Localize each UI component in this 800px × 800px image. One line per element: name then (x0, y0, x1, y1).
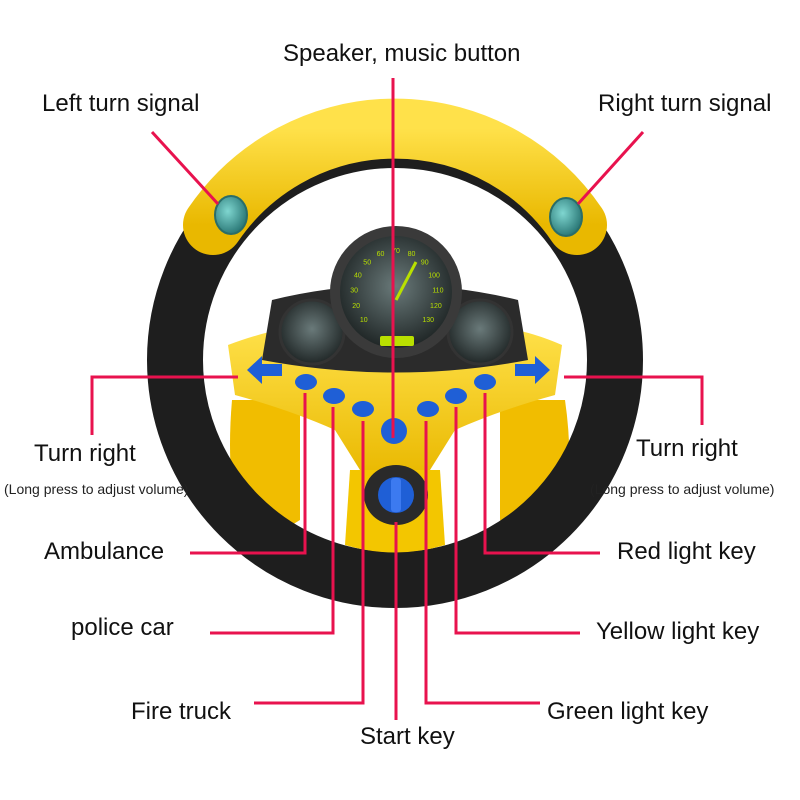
label-red-light-key: Red light key (617, 538, 756, 565)
speedometer-display (380, 336, 414, 346)
speedometer-tick-label: 100 (428, 272, 440, 279)
start-key-knob (378, 477, 414, 513)
speedometer-tick-label: 10 (360, 317, 368, 324)
speedometer-tick-label: 120 (430, 303, 442, 310)
label-turn-right-right: Turn right (636, 435, 738, 462)
leader-police (210, 407, 335, 635)
right-arrow-button (515, 356, 550, 384)
speedometer-tick-label: 60 (377, 251, 385, 258)
label-turn-right-left-note: (Long press to adjust volume) (4, 481, 189, 497)
label-right-turn-signal: Right turn signal (598, 90, 772, 117)
wheel-rim-yellow (183, 98, 607, 255)
speedometer-tick-label: 40 (354, 272, 362, 279)
label-speaker-music-button: Speaker, music button (283, 40, 521, 67)
label-turn-right-right-note: (Long press to adjust volume) (590, 481, 775, 497)
speedometer-tick-label: 50 (363, 260, 371, 267)
leader-fire (254, 421, 365, 705)
speedometer-needle (394, 261, 418, 301)
speedometer-tick-label: 110 (432, 288, 443, 295)
label-start-key: Start key (360, 723, 455, 750)
left-turn-signal-light (214, 195, 248, 235)
label-green-light-key: Green light key (547, 698, 709, 725)
speedometer-tick-label: 80 (408, 251, 416, 258)
leader-turn-right-left (90, 375, 238, 435)
left-arrow-button (247, 356, 282, 384)
label-police-car: police car (71, 614, 174, 641)
leader-yellow-light (454, 407, 580, 635)
speedometer-tick-label: 30 (350, 288, 358, 295)
leader-turn-right-right (564, 375, 704, 425)
leader-green-light (424, 421, 540, 705)
right-turn-signal-light (549, 197, 583, 237)
speedometer-dial (340, 236, 452, 348)
leader-red-light (483, 393, 600, 555)
leader-left-turn (150, 130, 220, 206)
label-turn-right-left: Turn right (34, 440, 136, 467)
leader-lines (90, 78, 704, 720)
speedometer-tick-label: 70 (392, 248, 400, 255)
speedometer-tick-label: 20 (352, 303, 360, 310)
leader-ambulance (190, 393, 307, 555)
label-yellow-light-key: Yellow light key (596, 618, 760, 645)
label-ambulance: Ambulance (44, 538, 165, 565)
leader-right-turn (576, 130, 645, 206)
speedometer-tick-label: 90 (421, 260, 429, 267)
label-left-turn-signal: Left turn signal (42, 90, 200, 117)
speedometer-tick-label: 130 (422, 317, 434, 324)
label-fire-truck: Fire truck (131, 698, 232, 725)
sound-buttons (295, 374, 496, 417)
